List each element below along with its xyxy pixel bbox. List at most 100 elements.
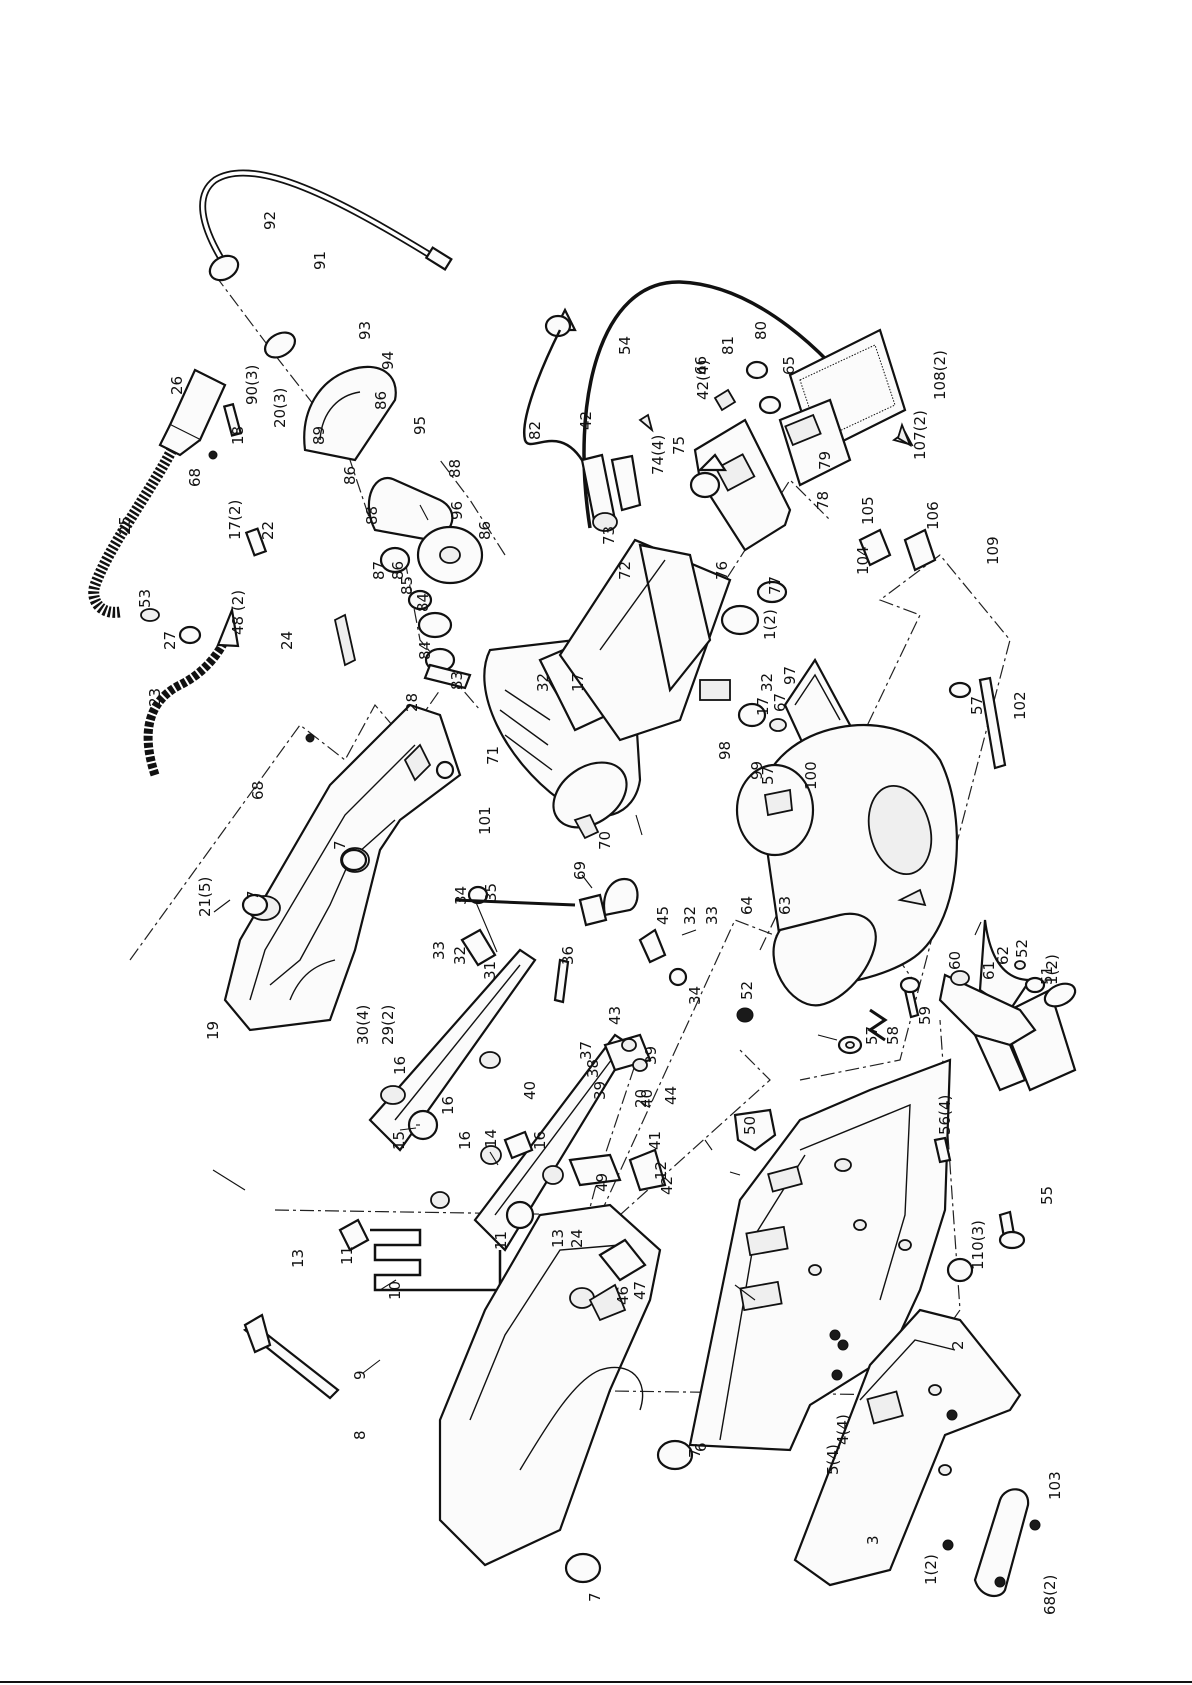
label-1-2-c: 1(2) (761, 609, 779, 640)
label-7-a: 7 (244, 890, 262, 900)
label-37: 37 (577, 1041, 595, 1060)
label-32-b: 32 (681, 906, 699, 925)
label-39-a: 39 (591, 1081, 609, 1100)
spring-blade-10 (370, 1228, 502, 1292)
label-48-2: 48 (2) (229, 590, 247, 635)
label-84-b: 84 (416, 641, 434, 660)
label-5-4: 5(4) (824, 1444, 842, 1475)
label-63: 63 (776, 896, 794, 915)
label-89: 89 (310, 426, 328, 445)
feet-7 (241, 848, 694, 1584)
label-97: 97 (781, 666, 799, 685)
bolt-55 (998, 1210, 1026, 1250)
label-14: 14 (482, 1129, 500, 1148)
part-labels: 1(2) 1(2) 1(2) 2 3 4(4) 5(4) 6 7 7 7 7 8… (116, 211, 1064, 1615)
leader-lines (212, 504, 982, 1374)
label-31: 31 (481, 961, 499, 980)
label-7-b: 7 (331, 840, 349, 850)
page-bottom-rule (0, 1681, 1192, 1683)
label-85: 85 (398, 576, 416, 595)
label-20-3: 20(3) (271, 388, 289, 428)
flexible-hose-25 (88, 447, 177, 618)
label-57-a: 57 (863, 1026, 881, 1045)
label-19: 19 (204, 1021, 222, 1040)
label-40-b: 40 (638, 1089, 656, 1108)
label-7-c: 7 (686, 1448, 704, 1458)
label-64: 64 (738, 896, 756, 915)
label-86-a: 86 (372, 391, 390, 410)
label-15: 15 (390, 1131, 408, 1150)
label-12: 12 (652, 1161, 670, 1180)
label-44: 44 (662, 1086, 680, 1105)
label-98: 98 (716, 741, 734, 760)
label-24-a: 24 (278, 631, 296, 650)
label-23: 23 (146, 688, 164, 707)
flexible-nozzle-23 (143, 605, 240, 777)
label-102: 102 (1011, 691, 1029, 720)
label-26: 26 (168, 376, 186, 395)
label-56-4: 56(4) (936, 1095, 954, 1135)
label-93: 93 (356, 321, 374, 340)
side-housing-8 (438, 1203, 662, 1567)
clamps-11 (338, 1130, 534, 1252)
plug-82 (522, 307, 642, 532)
label-88-a: 88 (363, 506, 381, 525)
label-20: 20 (632, 1089, 650, 1108)
label-38: 38 (584, 1059, 602, 1078)
label-34-b: 34 (686, 986, 704, 1005)
label-24-b: 24 (568, 1229, 586, 1248)
label-36: 36 (559, 946, 577, 965)
label-58: 58 (884, 1026, 902, 1045)
pulley-guard-93 (303, 365, 397, 462)
upper-arm-15 (368, 948, 537, 1152)
label-86-d: 86 (476, 521, 494, 540)
label-86-c: 86 (389, 561, 407, 580)
label-70: 70 (596, 831, 614, 850)
power-cable-54 (582, 280, 857, 529)
label-81: 81 (719, 336, 737, 355)
label-69: 69 (571, 861, 589, 880)
label-43: 43 (606, 1006, 624, 1025)
label-106: 106 (924, 501, 942, 530)
label-3: 3 (864, 1535, 882, 1545)
label-110-3: 110(3) (969, 1220, 987, 1270)
label-92: 92 (261, 211, 279, 230)
label-57-b: 57 (759, 766, 777, 785)
hose-cable-92 (199, 169, 453, 359)
label-66: 66 (692, 356, 710, 375)
label-54: 54 (616, 336, 634, 355)
linkage-parts (380, 877, 754, 1209)
label-90-3: 90(3) (243, 365, 261, 405)
label-13-b: 13 (549, 1229, 567, 1248)
label-4-4: 4(4) (834, 1414, 852, 1445)
shaft-102 (978, 676, 1007, 770)
label-16-c: 16 (439, 1096, 457, 1115)
label-75: 75 (670, 436, 688, 455)
label-30-4: 30(4) (354, 1005, 372, 1045)
foot-110 (946, 1257, 974, 1283)
label-88-b: 88 (446, 459, 464, 478)
label-61: 61 (980, 961, 998, 980)
label-29-2: 29(2) (379, 1005, 397, 1045)
label-71: 71 (484, 746, 502, 765)
label-76: 76 (713, 561, 731, 580)
label-11-b: 11 (492, 1231, 510, 1250)
label-62: 62 (994, 946, 1012, 965)
label-108-2: 108(2) (931, 350, 949, 400)
small-switch-parts (638, 388, 782, 499)
label-2: 2 (949, 1340, 967, 1350)
bushings-49-41 (568, 1148, 667, 1192)
cover-103 (973, 1488, 1041, 1598)
label-78: 78 (814, 491, 832, 510)
label-104: 104 (854, 546, 872, 575)
label-16-d: 16 (531, 1131, 549, 1150)
label-10: 10 (386, 1281, 404, 1300)
label-1-2-b: 1(2) (1043, 954, 1061, 985)
label-55: 55 (1038, 1186, 1056, 1205)
label-87: 87 (370, 561, 388, 580)
label-107-2: 107(2) (911, 410, 929, 460)
screws-base (829, 1329, 958, 1551)
blade-35 (454, 898, 576, 907)
bolt-56 (933, 1136, 952, 1164)
